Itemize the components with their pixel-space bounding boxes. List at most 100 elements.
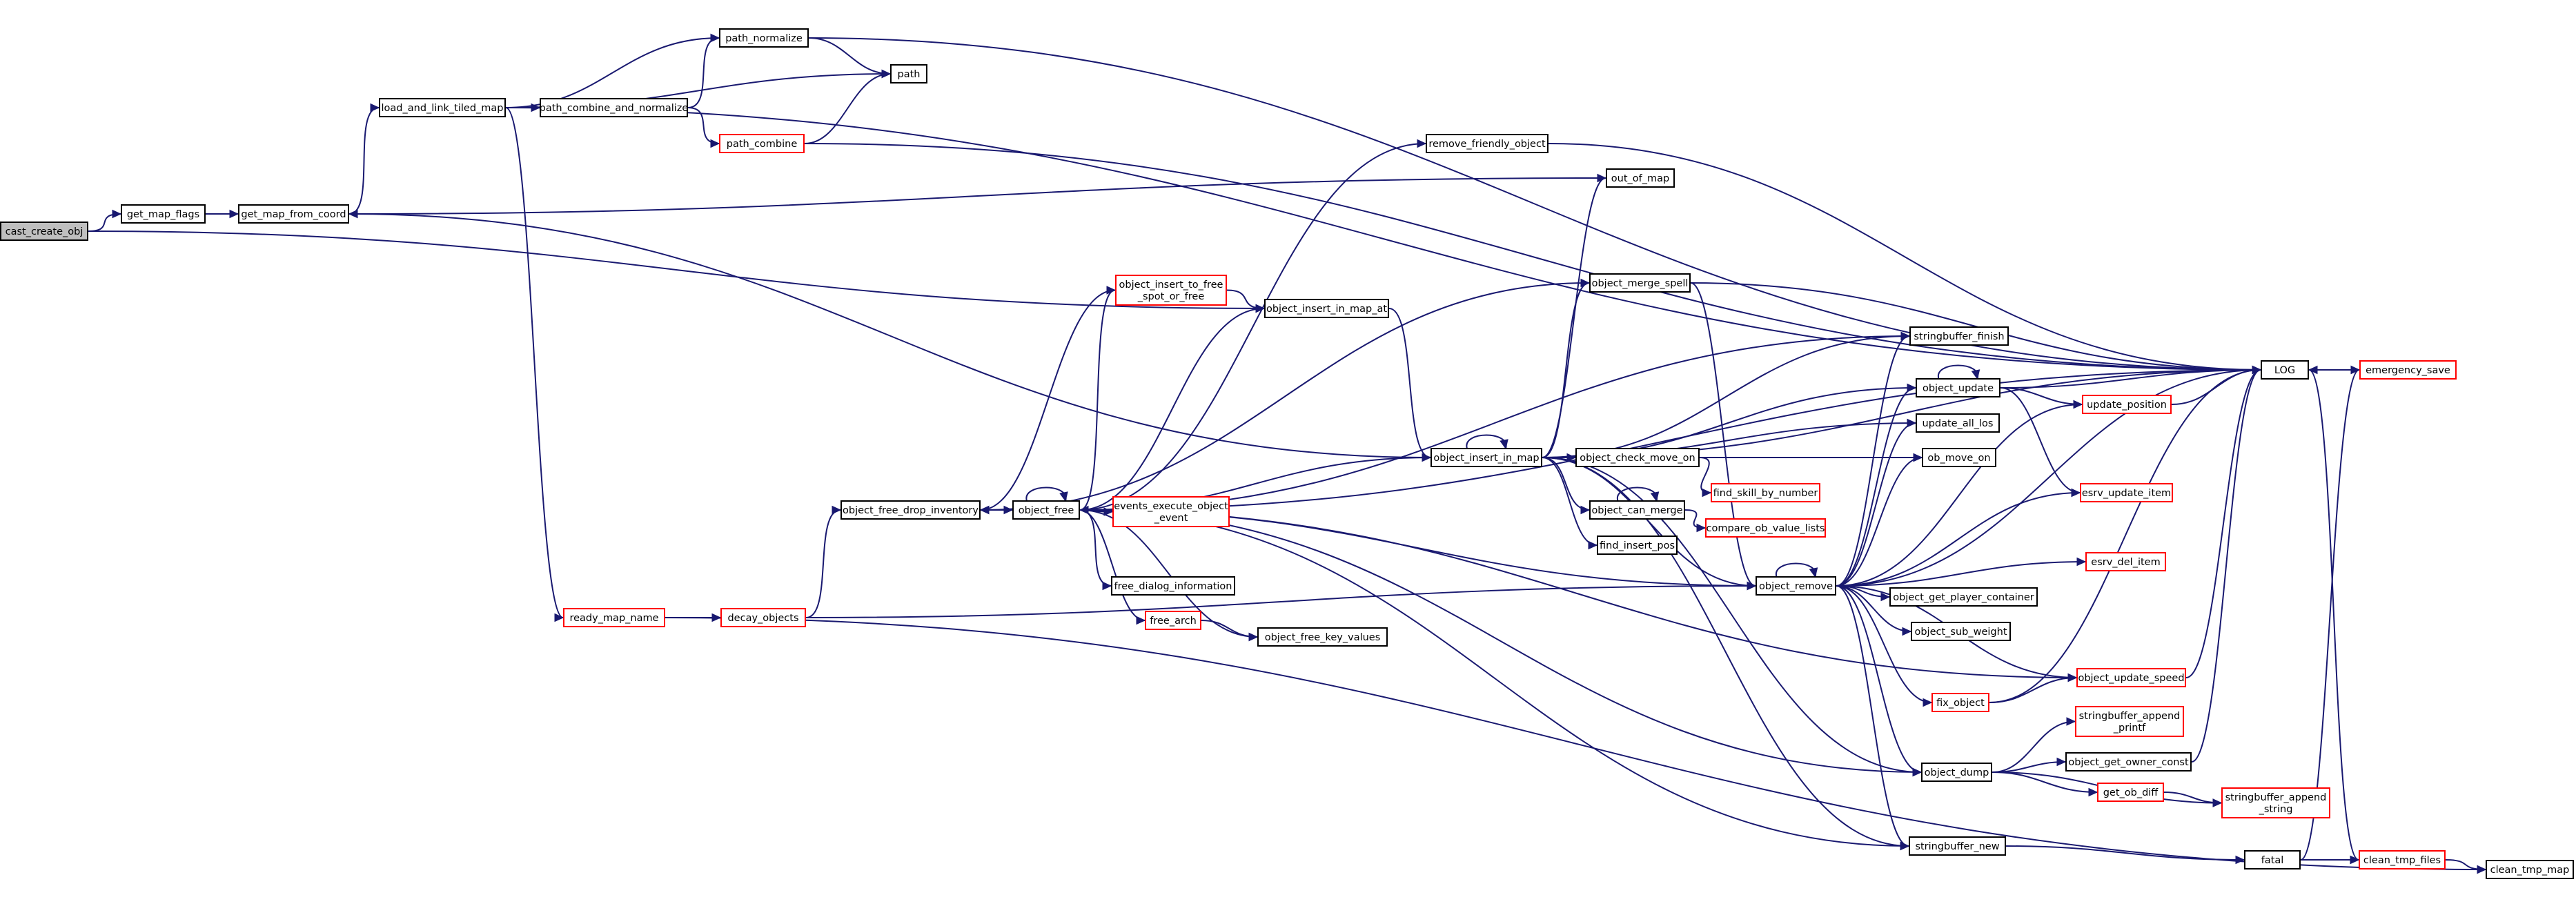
- node-events-execute-object-event[interactable]: events_execute_object_event: [1112, 496, 1230, 527]
- node-object-dump[interactable]: object_dump: [1921, 763, 1992, 782]
- node-box[interactable]: [2486, 860, 2574, 879]
- node-box[interactable]: [121, 204, 206, 224]
- node-path-normalize[interactable]: path_normalize: [719, 28, 809, 48]
- node-get-ob-diff[interactable]: get_ob_diff: [2097, 783, 2164, 802]
- node-box[interactable]: [1264, 299, 1389, 318]
- node-box[interactable]: [1931, 693, 1989, 712]
- node-box[interactable]: [1909, 836, 2006, 856]
- node-box[interactable]: [2085, 552, 2166, 571]
- node-esrv-del-item[interactable]: esrv_del_item: [2085, 552, 2166, 571]
- node-path-combine[interactable]: path_combine: [719, 134, 805, 153]
- node-box[interactable]: [2097, 783, 2164, 802]
- node-get-map-flags[interactable]: get_map_flags: [121, 204, 206, 224]
- node-fix-object[interactable]: fix_object: [1931, 693, 1989, 712]
- node-load-and-link-tiled-map[interactable]: load_and_link_tiled_map: [379, 98, 506, 117]
- node-box[interactable]: [2065, 752, 2192, 772]
- node-box[interactable]: [0, 222, 88, 241]
- node-box[interactable]: [2244, 850, 2301, 869]
- node-compare-ob-value-lists[interactable]: compare_ob_value_lists: [1705, 518, 1826, 538]
- node-box[interactable]: [1889, 587, 2038, 607]
- node-clean-tmp-files[interactable]: clean_tmp_files: [2359, 850, 2446, 869]
- node-path[interactable]: path: [890, 64, 927, 83]
- node-object-check-move-on[interactable]: object_check_move_on: [1575, 448, 1700, 467]
- node-path-combine-and-normalize[interactable]: path_combine_and_normalize: [540, 98, 689, 117]
- node-free-arch[interactable]: free_arch: [1145, 611, 1201, 630]
- node-box[interactable]: [2080, 483, 2173, 502]
- node-find-skill-by-number[interactable]: find_skill_by_number: [1711, 483, 1820, 502]
- node-object-update[interactable]: object_update: [1916, 378, 2000, 397]
- node-box[interactable]: [379, 98, 506, 117]
- node-object-free[interactable]: object_free: [1012, 500, 1080, 520]
- node-box[interactable]: [1911, 622, 2011, 641]
- node-decay-objects[interactable]: decay_objects: [720, 608, 806, 627]
- node-remove-friendly-object[interactable]: remove_friendly_object: [1426, 134, 1548, 153]
- node-box[interactable]: [1012, 500, 1080, 520]
- node-box[interactable]: [1575, 448, 1700, 467]
- node-object-get-player-container[interactable]: object_get_player_container: [1889, 587, 2038, 607]
- node-LOG[interactable]: LOG: [2261, 360, 2309, 380]
- node-cast-create-obj[interactable]: cast_create_obj: [0, 222, 88, 241]
- node-box[interactable]: [1115, 275, 1227, 306]
- node-update-position[interactable]: update_position: [2082, 395, 2172, 414]
- node-box[interactable]: [840, 500, 981, 520]
- node-box[interactable]: [890, 64, 927, 83]
- node-object-remove[interactable]: object_remove: [1756, 576, 1836, 596]
- node-stringbuffer-append-printf[interactable]: stringbuffer_append_printf: [2075, 706, 2184, 737]
- node-box[interactable]: [1589, 500, 1685, 520]
- node-get-map-from-coord[interactable]: get_map_from_coord: [238, 204, 349, 224]
- node-box[interactable]: [1606, 168, 1675, 188]
- node-box[interactable]: [1922, 448, 1996, 467]
- node-box[interactable]: [2359, 850, 2446, 869]
- node-box[interactable]: [2221, 787, 2330, 818]
- node-free-dialog-information[interactable]: free_dialog_information: [1111, 576, 1235, 596]
- node-out-of-map[interactable]: out_of_map: [1606, 168, 1675, 188]
- node-box[interactable]: [563, 608, 665, 627]
- node-object-insert-in-map[interactable]: object_insert_in_map: [1430, 448, 1542, 467]
- node-box[interactable]: [2076, 668, 2186, 687]
- node-box[interactable]: [1597, 535, 1678, 555]
- node-box[interactable]: [1705, 518, 1826, 538]
- node-box[interactable]: [719, 28, 809, 48]
- node-emergency-save[interactable]: emergency_save: [2359, 360, 2457, 380]
- node-box[interactable]: [1756, 576, 1836, 596]
- node-box[interactable]: [1426, 134, 1548, 153]
- node-box[interactable]: [1430, 448, 1542, 467]
- node-box[interactable]: [2359, 360, 2457, 380]
- node-object-get-owner-const[interactable]: object_get_owner_const: [2065, 752, 2192, 772]
- node-box[interactable]: [1909, 326, 2009, 346]
- node-box[interactable]: [1257, 627, 1388, 647]
- node-box[interactable]: [1921, 763, 1992, 782]
- node-object-merge-spell[interactable]: object_merge_spell: [1589, 273, 1691, 293]
- node-box[interactable]: [1111, 576, 1235, 596]
- node-object-free-key-values[interactable]: object_free_key_values: [1257, 627, 1388, 647]
- node-box[interactable]: [2075, 706, 2184, 737]
- node-box[interactable]: [720, 608, 806, 627]
- node-box[interactable]: [1589, 273, 1691, 293]
- node-stringbuffer-append-string[interactable]: stringbuffer_append_string: [2221, 787, 2330, 818]
- node-object-insert-to-free-spot-or-free[interactable]: object_insert_to_free_spot_or_free: [1115, 275, 1227, 306]
- node-stringbuffer-finish[interactable]: stringbuffer_finish: [1909, 326, 2009, 346]
- node-object-update-speed[interactable]: object_update_speed: [2076, 668, 2186, 687]
- node-box[interactable]: [1145, 611, 1201, 630]
- node-object-free-drop-inventory[interactable]: object_free_drop_inventory: [840, 500, 981, 520]
- node-box[interactable]: [719, 134, 805, 153]
- node-object-can-merge[interactable]: object_can_merge: [1589, 500, 1685, 520]
- node-fatal[interactable]: fatal: [2244, 850, 2301, 869]
- node-find-insert-pos[interactable]: find_insert_pos: [1597, 535, 1678, 555]
- node-box[interactable]: [1916, 413, 2000, 433]
- node-update-all-los[interactable]: update_all_los: [1916, 413, 2000, 433]
- node-ob-move-on[interactable]: ob_move_on: [1922, 448, 1996, 467]
- node-box[interactable]: [1916, 378, 2000, 397]
- node-clean-tmp-map[interactable]: clean_tmp_map: [2486, 860, 2574, 879]
- node-object-insert-in-map-at[interactable]: object_insert_in_map_at: [1264, 299, 1389, 318]
- node-object-sub-weight[interactable]: object_sub_weight: [1911, 622, 2011, 641]
- node-box[interactable]: [1112, 496, 1230, 527]
- node-esrv-update-item[interactable]: esrv_update_item: [2080, 483, 2173, 502]
- node-box[interactable]: [2261, 360, 2309, 380]
- node-box[interactable]: [540, 98, 688, 117]
- node-box[interactable]: [238, 204, 349, 224]
- node-stringbuffer-new[interactable]: stringbuffer_new: [1909, 836, 2006, 856]
- node-ready-map-name[interactable]: ready_map_name: [563, 608, 665, 627]
- node-box[interactable]: [2082, 395, 2172, 414]
- node-box[interactable]: [1711, 483, 1820, 502]
